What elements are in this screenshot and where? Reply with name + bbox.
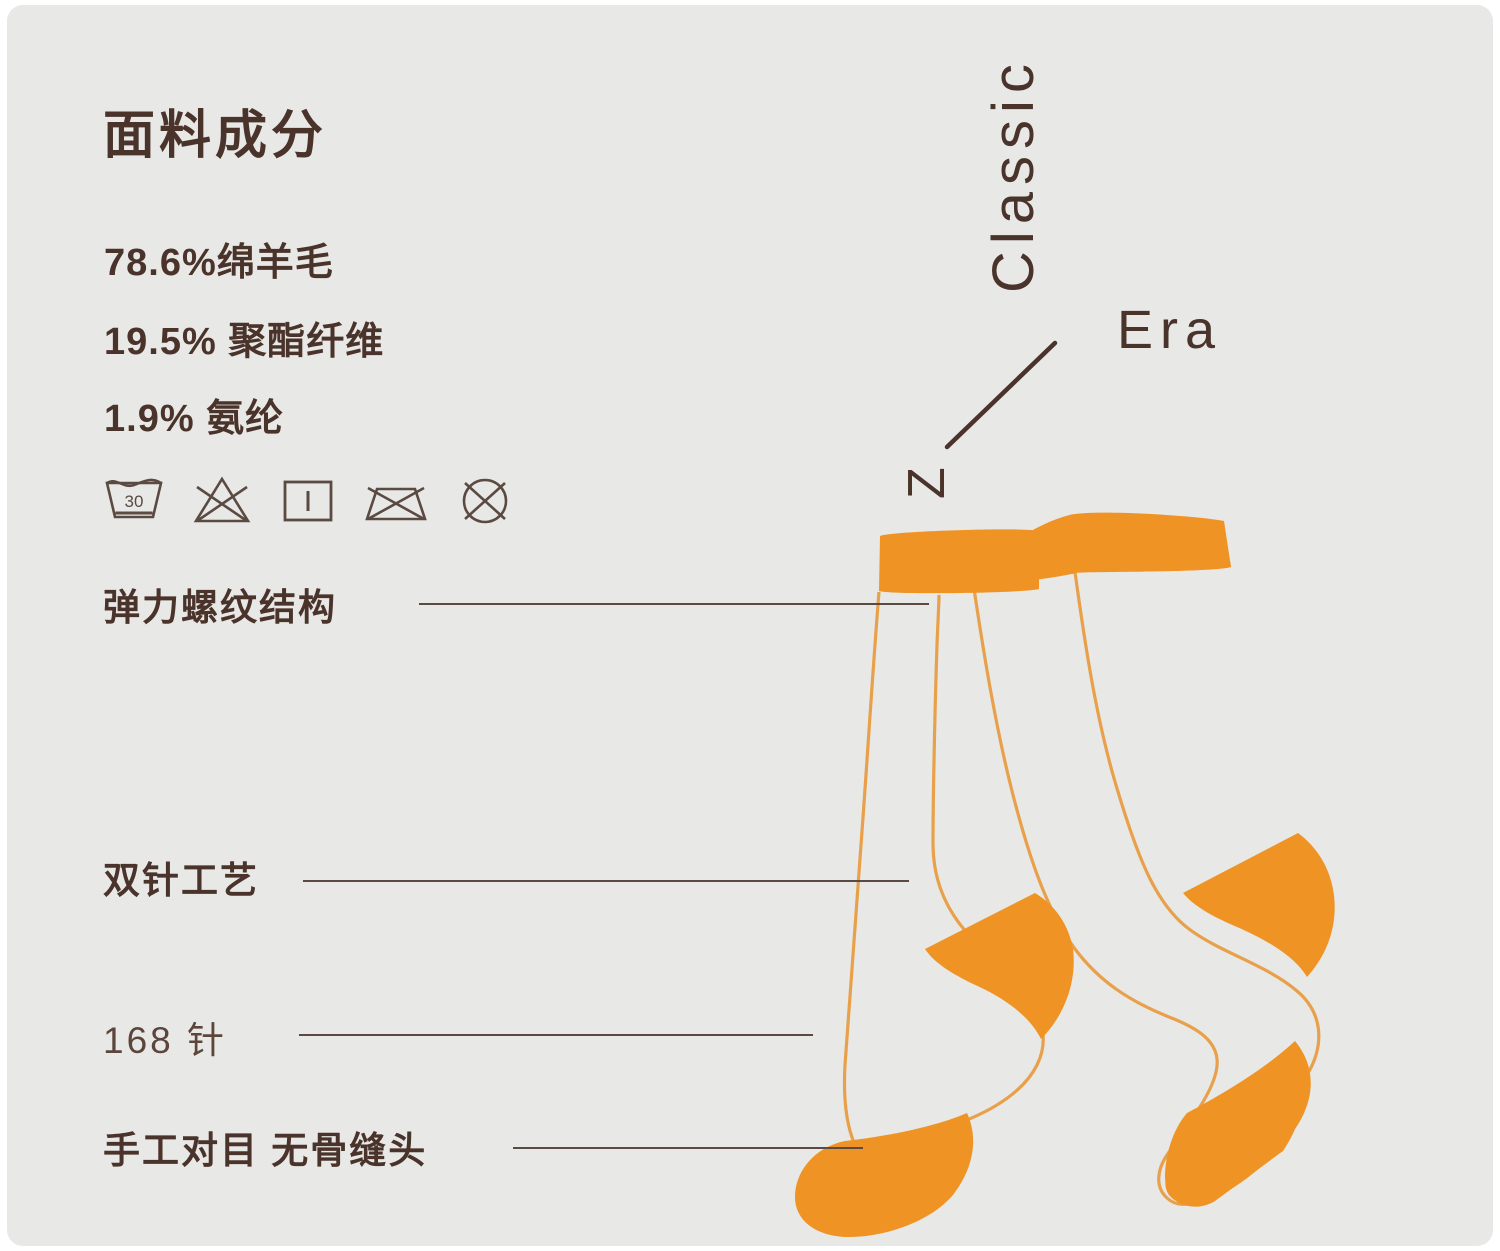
feature-label-double-needle: 双针工艺 <box>103 860 259 901</box>
sock-back-cuff-block <box>973 512 1231 582</box>
feature-label-168-needles: 168 针 <box>103 1020 228 1061</box>
sock-front <box>795 529 1074 1237</box>
sock-front-toe <box>799 1119 959 1235</box>
sock-back-body <box>971 570 1321 1206</box>
care-symbol-row: 30 <box>103 473 515 527</box>
composition-item: 1.9% 氨纶 <box>104 398 285 440</box>
sock-front-toe-shape <box>795 1113 974 1237</box>
leader-line-168-needles <box>299 1034 813 1036</box>
page-title: 面料成分 <box>103 107 328 165</box>
sock-back <box>966 512 1335 1207</box>
leader-line-handlinked-toe <box>513 1147 863 1149</box>
brand-wordmark-era: Era <box>1117 300 1223 360</box>
do-not-wring-icon <box>365 486 427 521</box>
wash-temp-label: 30 <box>125 492 144 511</box>
sock-back-cuff-main <box>966 513 1231 583</box>
brand-wordmark-z: Z <box>898 465 956 499</box>
feature-label-handlinked-toe: 手工对目 无骨缝头 <box>103 1130 428 1171</box>
sock-back-toe-fill <box>1165 1041 1311 1204</box>
feature-label-elastic-rib: 弹力螺纹结构 <box>103 587 337 628</box>
no-bleach-icon <box>193 476 251 523</box>
tumble-dry-line-icon <box>283 480 333 522</box>
wash-30-icon: 30 <box>105 478 163 519</box>
sock-back-toe <box>1165 1087 1301 1207</box>
brand-slash-icon <box>944 340 1058 450</box>
sock-front-cuff <box>879 529 1039 594</box>
sock-back-heel <box>1183 833 1335 977</box>
leader-line-elastic-rib <box>419 603 929 605</box>
sock-front-heel <box>925 893 1074 1039</box>
leader-line-double-needle <box>303 880 909 882</box>
do-not-dry-clean-icon <box>462 478 508 524</box>
composition-item: 19.5% 聚酯纤维 <box>104 321 385 363</box>
sock-back-cuff-shape <box>967 515 1075 585</box>
brand-wordmark-classic: Classic <box>981 57 1046 293</box>
fabric-info-card: 面料成分 78.6%绵羊毛 19.5% 聚酯纤维 1.9% 氨纶 30 <box>7 5 1493 1246</box>
sock-front-body <box>842 591 1045 1149</box>
sock-back-cuff <box>1069 513 1231 573</box>
composition-item: 78.6%绵羊毛 <box>104 242 334 284</box>
